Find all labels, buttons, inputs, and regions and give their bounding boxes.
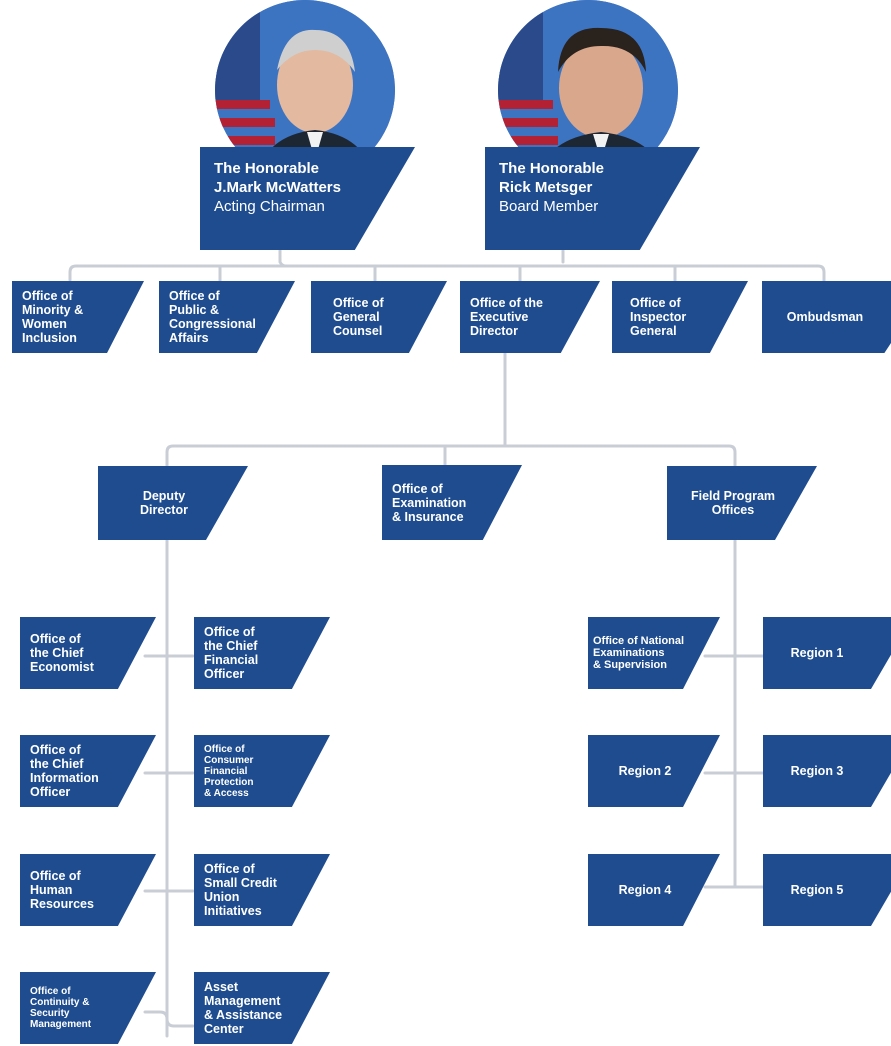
office-label: Office of Inspector General bbox=[630, 296, 687, 338]
board-member-honorific: The Honorable bbox=[499, 160, 605, 177]
office-general-counsel: Office of General Counsel bbox=[311, 281, 447, 353]
office-inspector-general: Office of Inspector General bbox=[612, 281, 748, 353]
office-label: Ombudsman bbox=[786, 310, 864, 324]
office-label: Region 3 bbox=[790, 764, 844, 778]
office-label: Office of General Counsel bbox=[333, 296, 384, 338]
region-1: Region 1 bbox=[763, 617, 891, 689]
board-member-card: The Honorable Rick Metsger Board Member bbox=[485, 147, 700, 250]
office-label: Office of the Chief Information Officer bbox=[30, 743, 99, 799]
office-label: Office of the Executive Director bbox=[470, 296, 543, 338]
office-label: Office of Examination & Insurance bbox=[392, 481, 467, 524]
office-label: Office of Small Credit Union Initiatives bbox=[204, 862, 277, 918]
office-label: Office of the Chief Economist bbox=[30, 632, 94, 674]
region-3: Region 3 bbox=[763, 735, 891, 807]
chairman-title: Acting Chairman bbox=[214, 198, 325, 215]
chairman-name: J.Mark McWatters bbox=[214, 179, 341, 196]
office-label: Office of Public & Congressional Affairs bbox=[169, 289, 256, 345]
office-label: Office of Minority & Women Inclusion bbox=[22, 289, 84, 345]
office-label: Office of National Examinations & Superv… bbox=[593, 635, 685, 671]
office-label: Deputy Director bbox=[140, 489, 188, 517]
asset-management-assistance-center: Asset Management & Assistance Center bbox=[194, 972, 330, 1044]
office-label: Region 1 bbox=[790, 646, 844, 660]
office-label: Office of Continuity & Security Manageme… bbox=[30, 986, 92, 1030]
office-label: Region 4 bbox=[618, 883, 672, 897]
field-program-offices: Field Program Offices bbox=[667, 466, 817, 540]
office-label: Office of Consumer Financial Protection … bbox=[204, 743, 254, 799]
office-label: Office of Human Resources bbox=[30, 869, 94, 911]
office-label: Asset Management & Assistance Center bbox=[204, 980, 283, 1036]
office-label: Office of the Chief Financial Officer bbox=[204, 625, 259, 681]
office-label: Region 2 bbox=[618, 764, 672, 778]
region-5: Region 5 bbox=[763, 854, 891, 926]
ombudsman: Ombudsman bbox=[762, 281, 891, 353]
board-member-name: Rick Metsger bbox=[499, 179, 593, 196]
board-member-title: Board Member bbox=[499, 198, 599, 215]
office-label: Field Program Offices bbox=[690, 489, 776, 517]
office-label: Region 5 bbox=[790, 883, 844, 897]
chairman-honorific: The Honorable bbox=[214, 160, 320, 177]
